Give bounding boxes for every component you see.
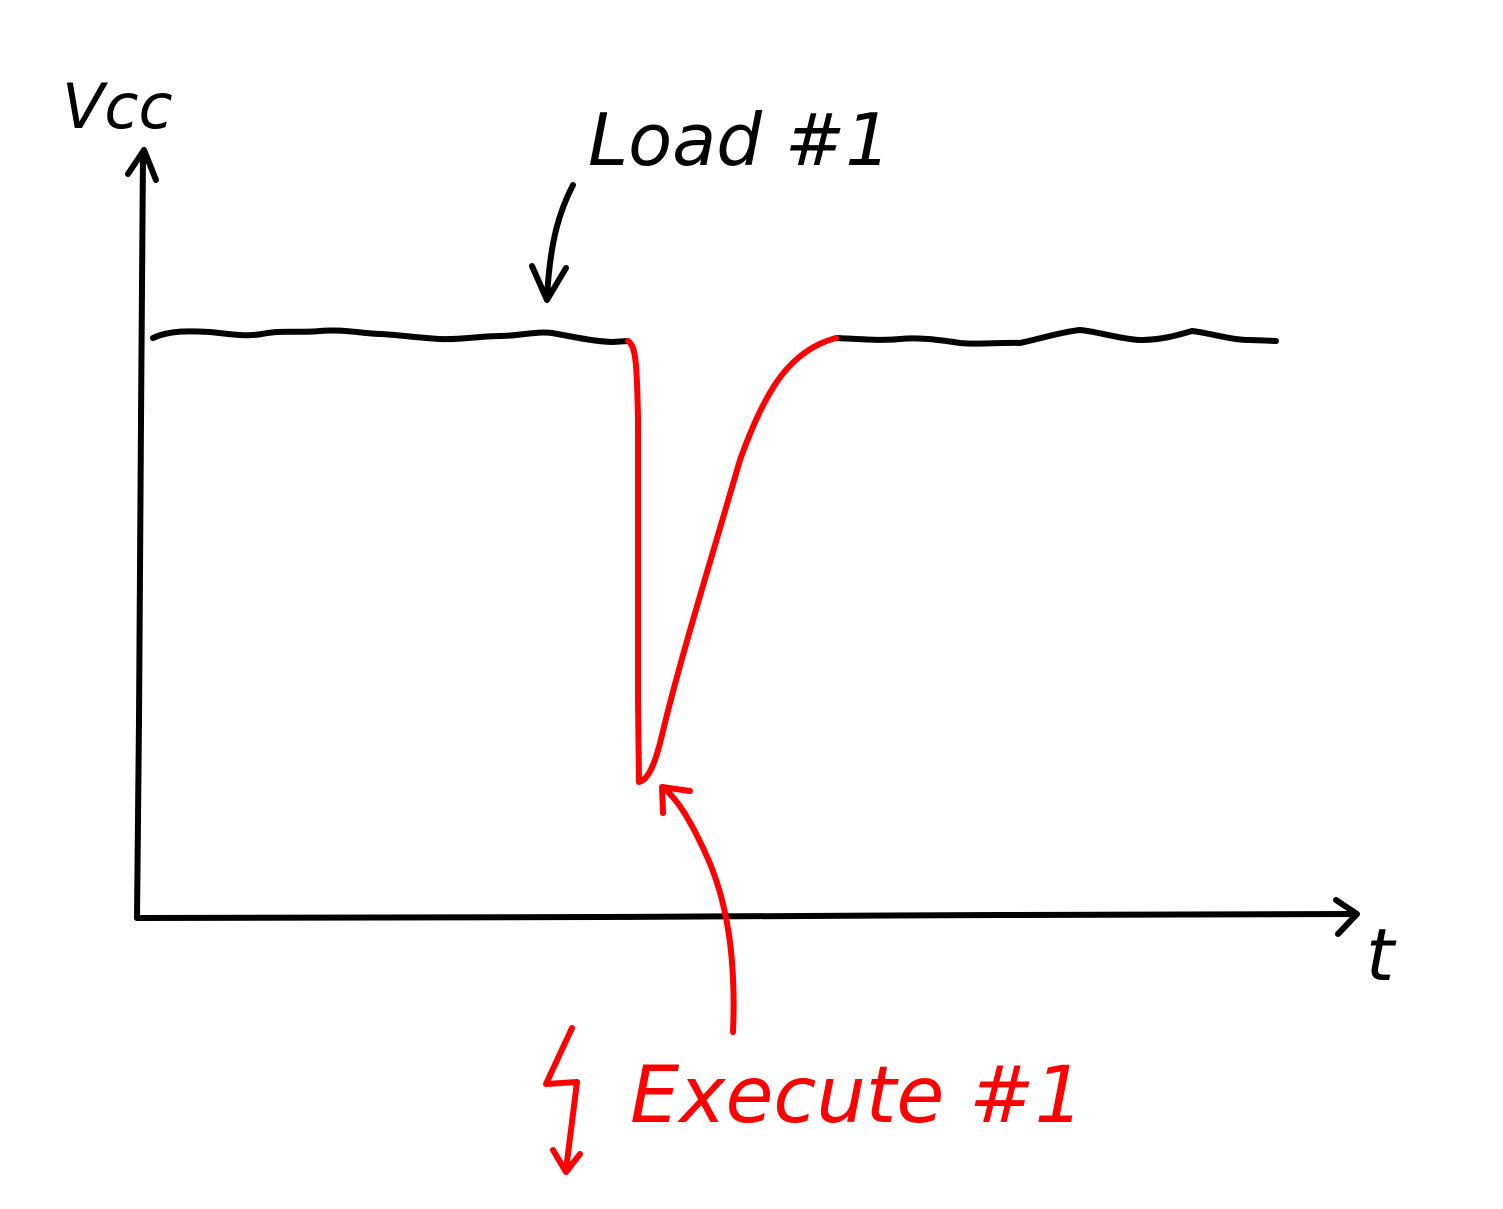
y-axis-arrowhead [125, 147, 159, 183]
load-annotation-arrowhead [529, 263, 569, 303]
y-axis-label: Vcc [62, 70, 173, 143]
execute-annotation-arrowhead [659, 784, 693, 816]
load-annotation-arrow [544, 182, 576, 301]
lightning-bolt-icon [543, 1025, 583, 1175]
x-axis-label: t [1366, 913, 1397, 997]
axes [125, 147, 1360, 937]
x-axis-line [134, 911, 1359, 921]
y-axis-line [134, 149, 146, 921]
vcc-trace-steady-after [833, 327, 1279, 347]
vcc-trace-steady-before [150, 327, 631, 345]
x-axis-arrowhead [1333, 897, 1360, 937]
vcc-glitch-trace [625, 335, 839, 785]
load-annotation-label: Load #1 [588, 98, 891, 182]
execute-annotation-arrow [660, 784, 737, 1035]
execute-annotation-label: Execute #1 [630, 1051, 1084, 1141]
